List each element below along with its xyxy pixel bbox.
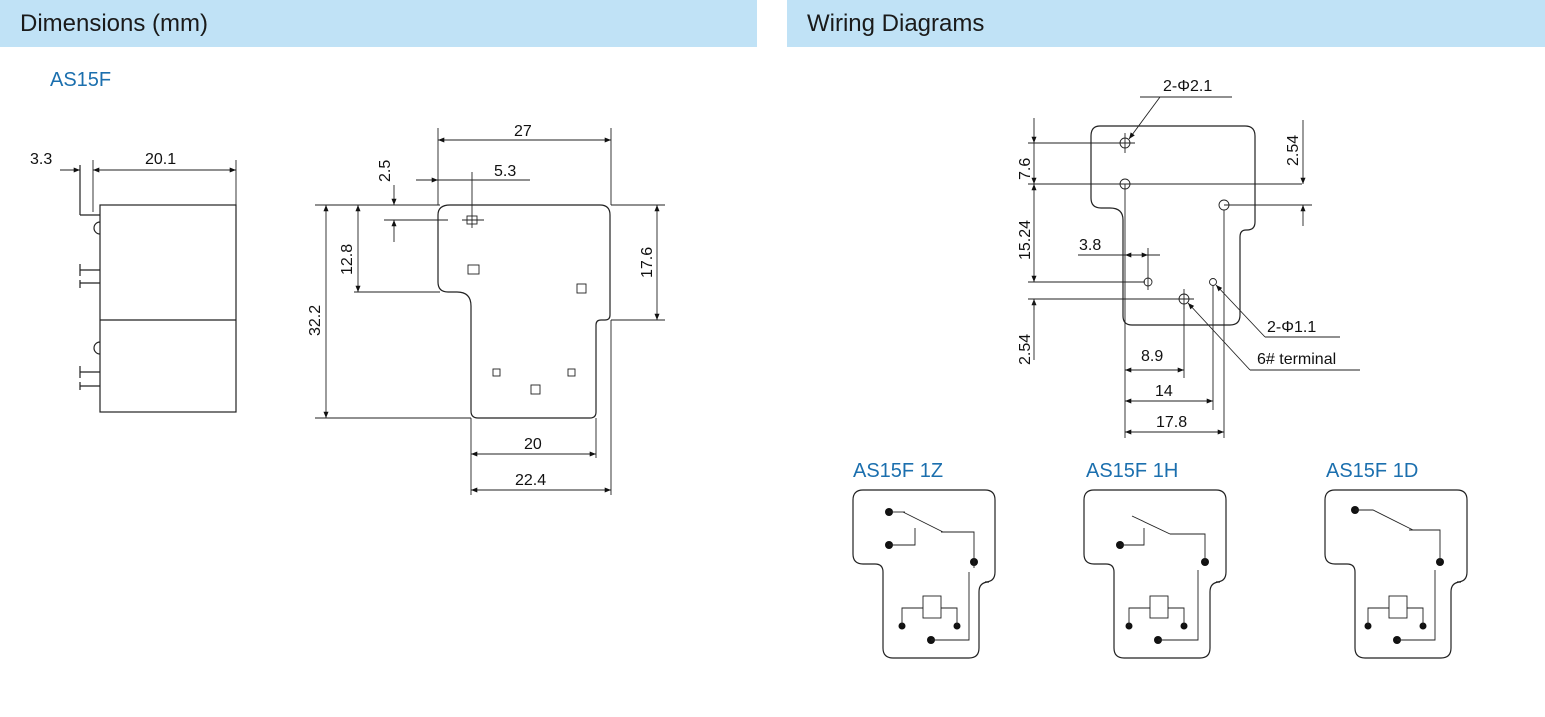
pcb-dim-15-24: 15.24 — [1017, 220, 1034, 260]
pcb-layout: 7.6 15.24 2.54 2.54 3.8 8.9 14 17.8 2-Φ2… — [1017, 78, 1360, 438]
variant-1d-label: AS15F 1D — [1326, 460, 1418, 482]
hole-small-label: 2-Φ1.1 — [1267, 319, 1316, 336]
dim-27: 27 — [514, 123, 532, 140]
pcb-dim-3-8: 3.8 — [1079, 237, 1101, 254]
hole-big-label: 2-Φ2.1 — [1163, 78, 1212, 95]
side-view: 3.3 20.1 — [30, 151, 237, 413]
dimensions-header: Dimensions (mm) — [0, 0, 757, 47]
model-label: AS15F — [50, 69, 111, 91]
dim-2-5: 2.5 — [377, 160, 394, 182]
dim-12-8: 12.8 — [339, 244, 356, 275]
terminal-label: 6# terminal — [1257, 351, 1336, 368]
pcb-dim-2-54-top: 2.54 — [1285, 135, 1302, 166]
wiring-diagram-1z — [852, 489, 996, 659]
dim-20: 20 — [524, 436, 542, 453]
dim-32-2: 32.2 — [307, 305, 324, 336]
dim-20-1: 20.1 — [145, 151, 176, 168]
pcb-dim-7-6: 7.6 — [1017, 158, 1034, 180]
dim-17-6: 17.6 — [639, 247, 656, 278]
wiring-diagram-1h — [1083, 489, 1227, 659]
pcb-dim-2-54-bottom: 2.54 — [1017, 334, 1034, 365]
dim-5-3: 5.3 — [494, 163, 516, 180]
pcb-dim-17-8: 17.8 — [1156, 414, 1187, 431]
dim-3-3: 3.3 — [30, 151, 52, 168]
variant-1h-label: AS15F 1H — [1086, 460, 1178, 482]
pcb-dim-8-9: 8.9 — [1141, 348, 1163, 365]
variant-1z-label: AS15F 1Z — [853, 460, 943, 482]
dim-22-4: 22.4 — [515, 472, 546, 489]
wiring-diagram-1d — [1324, 489, 1468, 659]
top-view: 27 5.3 2.5 12.8 32.2 17.6 20 22.4 — [307, 123, 665, 495]
pcb-dim-14: 14 — [1155, 383, 1173, 400]
wiring-diagrams-header: Wiring Diagrams — [787, 0, 1545, 47]
